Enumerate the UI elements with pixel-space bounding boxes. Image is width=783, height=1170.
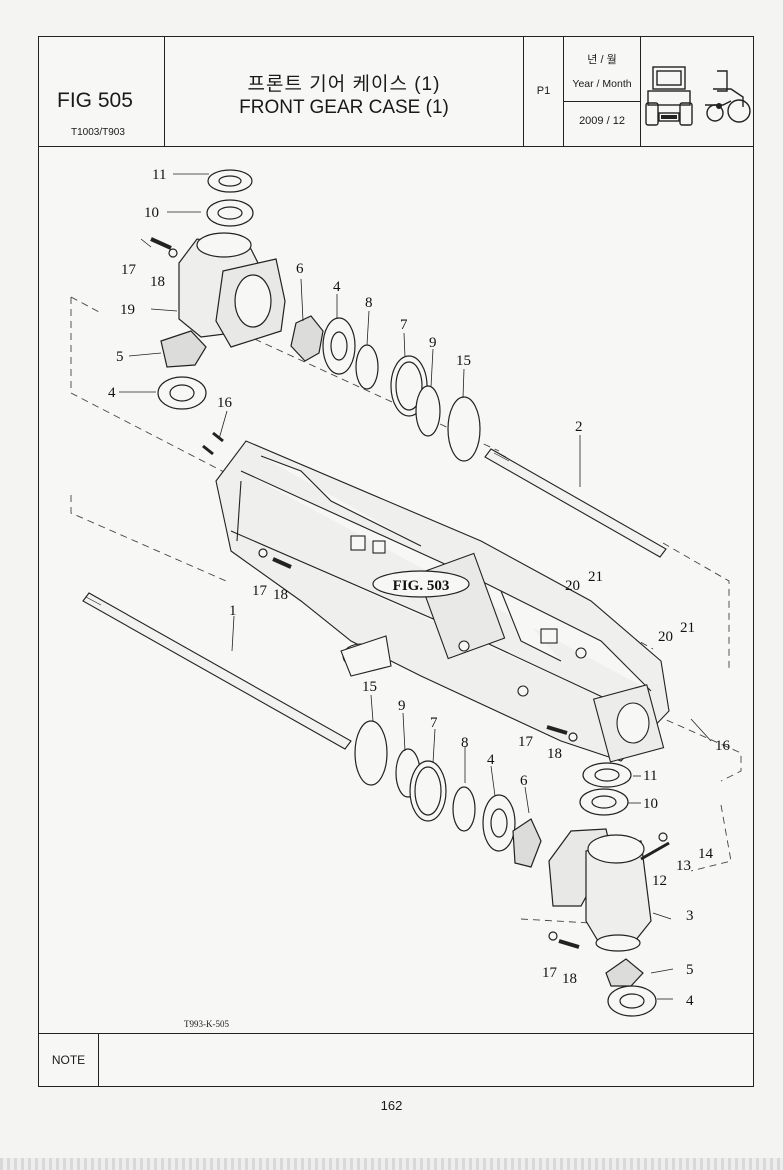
fig-reference: FIG. 503 [393,578,450,594]
svg-text:4: 4 [686,993,694,1009]
revision-date: 2009 / 12 [579,115,625,127]
svg-text:20: 20 [658,629,673,645]
scan-edge [0,1158,783,1170]
svg-text:13: 13 [676,858,691,874]
year-month-english: Year / Month [572,78,632,90]
svg-text:10: 10 [144,205,159,221]
svg-text:15: 15 [362,679,377,695]
svg-text:21: 21 [588,569,603,585]
svg-text:7: 7 [400,317,408,333]
svg-text:16: 16 [715,738,731,754]
shafts [82,448,667,750]
assembly-guide-lines [70,296,742,924]
svg-text:21: 21 [680,620,695,636]
svg-text:4: 4 [108,385,116,401]
svg-text:6: 6 [520,773,528,789]
tractor-icon [645,66,751,126]
svg-text:17: 17 [518,734,534,750]
svg-text:18: 18 [547,746,562,762]
page-code-cell: P1 [524,37,564,146]
svg-text:6: 6 [296,261,304,277]
fig-number: FIG 505 [57,89,133,112]
svg-text:20: 20 [565,578,580,594]
svg-text:17: 17 [121,262,137,278]
svg-text:8: 8 [365,295,373,311]
year-month-korean: 년 / 월 [587,54,617,66]
svg-text:5: 5 [686,962,694,978]
lower-gears-bearings [354,720,632,868]
svg-text:4: 4 [333,279,341,295]
svg-text:10: 10 [643,796,658,812]
svg-text:9: 9 [398,698,406,714]
title-english: FRONT GEAR CASE (1) [239,97,449,118]
svg-text:5: 5 [116,349,124,365]
note-label: NOTE [39,1034,99,1087]
svg-text:19: 19 [120,302,135,318]
svg-text:18: 18 [562,971,577,987]
svg-text:15: 15 [456,353,471,369]
drawing-code: T993-K-505 [184,1019,229,1029]
tractor-icon-cell [641,37,755,146]
svg-text:16: 16 [217,395,233,411]
svg-text:8: 8 [461,735,469,751]
parts-sheet: FIG 505 T1003/T903 프론트 기어 케이스 (1) FRONT … [38,36,754,1087]
date-divider [564,101,640,102]
svg-text:17: 17 [252,583,268,599]
title-cell: 프론트 기어 케이스 (1) FRONT GEAR CASE (1) [165,37,524,146]
svg-text:4: 4 [487,752,495,768]
svg-text:9: 9 [429,335,437,351]
fig-cell: FIG 505 T1003/T903 [39,37,165,146]
upper-bearing-case [150,169,286,348]
svg-text:3: 3 [686,908,694,924]
svg-text:18: 18 [150,274,165,290]
page-code: P1 [536,85,551,97]
title-block: FIG 505 T1003/T903 프론트 기어 케이스 (1) FRONT … [39,37,753,147]
svg-text:14: 14 [698,846,714,862]
svg-text:17: 17 [542,965,558,981]
svg-text:11: 11 [643,768,657,784]
svg-text:12: 12 [652,873,667,889]
page-number: 162 [380,1098,403,1113]
title-korean: 프론트 기어 케이스 (1) [247,74,441,95]
lower-bearing-case [258,548,670,1017]
model-codes: T1003/T903 [71,127,125,138]
svg-text:7: 7 [430,715,438,731]
svg-text:11: 11 [152,167,166,183]
svg-text:2: 2 [575,419,583,435]
note-row: NOTE [39,1033,753,1087]
upper-gears-bearings [157,315,481,462]
svg-text:18: 18 [273,587,288,603]
date-cell: 년 / 월 Year / Month 2009 / 12 [564,37,641,146]
leader-lines [119,173,712,1000]
svg-text:1: 1 [229,603,237,619]
fig-503-callout: FIG. 503 [372,570,470,598]
